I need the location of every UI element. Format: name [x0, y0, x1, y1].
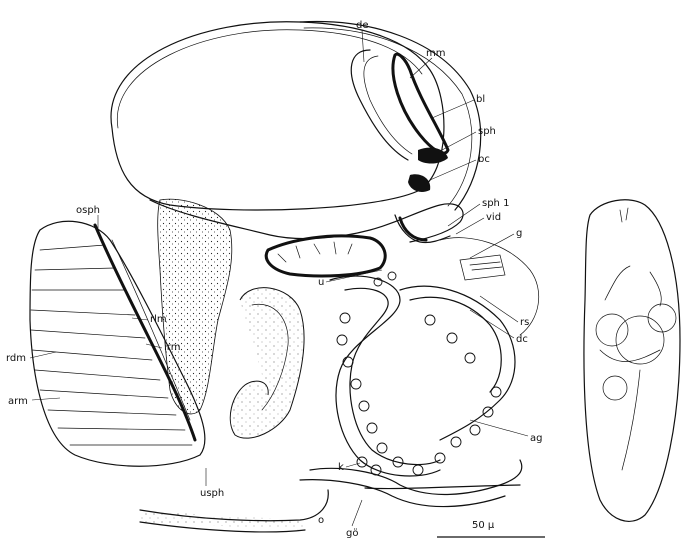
- sphincter-mass: [418, 147, 448, 164]
- label-u: u: [318, 277, 324, 288]
- vesicle-region: [439, 237, 539, 336]
- label-mm: mm: [426, 48, 445, 59]
- lower-canal: [139, 484, 521, 533]
- cell-cluster: [336, 271, 502, 476]
- label-rdm: rdm: [6, 353, 26, 364]
- label-o: o: [318, 515, 324, 526]
- label-bl: bl: [476, 94, 485, 105]
- label-de: de: [356, 20, 369, 31]
- ejaculatory-duct: [149, 199, 464, 278]
- label-irm: irm: [164, 342, 180, 353]
- prostatic-mass: [157, 198, 233, 415]
- canal-loops: [299, 275, 523, 508]
- label-ag: ag: [530, 433, 542, 444]
- label-bc: bc: [478, 154, 490, 165]
- label-rlm: rlm: [150, 314, 167, 325]
- scale-label: 50 µ: [472, 520, 495, 531]
- label-vid: vid: [486, 212, 501, 223]
- bulbus-cell-mass: [408, 174, 431, 193]
- bulb-outline: [110, 21, 445, 211]
- label-usph: usph: [200, 488, 224, 499]
- label-osph: osph: [76, 205, 100, 216]
- label-go: gö: [346, 528, 358, 539]
- label-k: k: [338, 462, 344, 473]
- outer-mantle: [299, 20, 482, 211]
- label-g: g: [516, 228, 522, 239]
- whole-animal-sketch: [583, 199, 681, 522]
- label-rs: rs: [520, 317, 529, 328]
- coiled-body: [229, 287, 305, 439]
- label-dc: dc: [516, 334, 528, 345]
- duct-bl: [391, 52, 450, 155]
- label-sph1: sph 1: [482, 198, 509, 209]
- muscular-organ: [29, 220, 206, 467]
- label-arm: arm: [8, 396, 28, 407]
- duct-de: [350, 49, 413, 161]
- label-sph: sph: [478, 126, 496, 137]
